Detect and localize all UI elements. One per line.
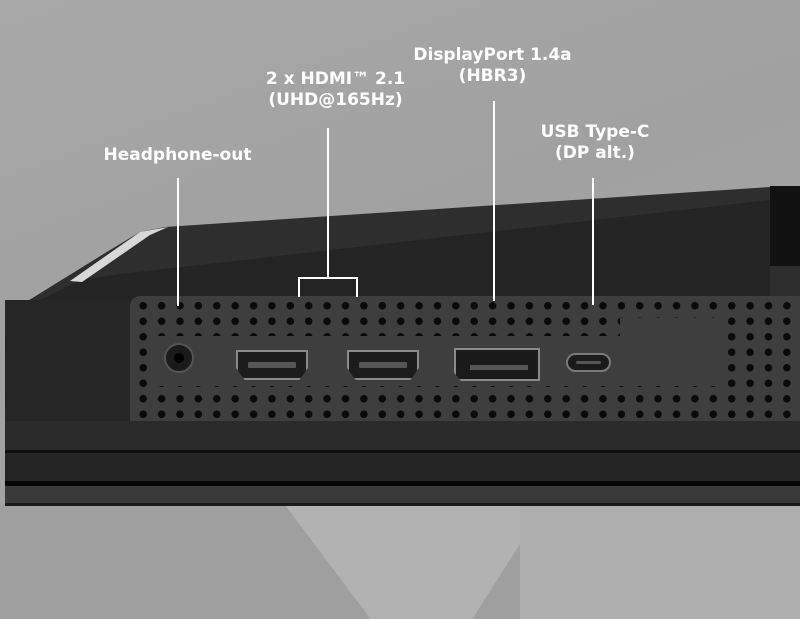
displayport-label-line1: DisplayPort 1.4a	[413, 45, 572, 65]
displayport-label: DisplayPort 1.4a (HBR3)	[400, 45, 585, 87]
usbc-leader-line	[592, 178, 594, 305]
headphone-label-line1: Headphone-out	[103, 145, 252, 165]
displayport-label-line2: (HBR3)	[458, 66, 527, 86]
hdmi-bracket-left	[298, 277, 300, 297]
panel-blank-area	[620, 318, 720, 386]
headphone-leader-line	[177, 178, 179, 306]
hdmi-label: 2 x HDMI™ 2.1 (UHD@165Hz)	[248, 69, 423, 111]
hdmi-port-1	[236, 350, 308, 380]
monitor-left-body	[5, 300, 130, 421]
hdmi-port-2	[347, 350, 419, 380]
monitor-seam	[5, 450, 800, 453]
monitor-bottom-lip	[5, 486, 800, 503]
headphone-label: Headphone-out	[100, 145, 255, 166]
monitor-right-block	[770, 186, 800, 266]
headphone-jack-port	[164, 343, 194, 373]
monitor-seam	[5, 481, 800, 486]
hdmi-bracket-right	[356, 277, 358, 297]
usbc-label: USB Type-C (DP alt.)	[525, 122, 665, 164]
displayport-port	[454, 348, 540, 381]
monitor-bottom-band	[5, 421, 800, 450]
usbc-label-line2: (DP alt.)	[555, 143, 635, 163]
background-right-facet	[520, 505, 800, 619]
hdmi-bracket	[298, 277, 358, 279]
hdmi-leader-line	[327, 128, 329, 278]
monitor-bottom-band	[5, 453, 800, 481]
usbc-label-line1: USB Type-C	[540, 122, 650, 142]
monitor-bottom-edge	[5, 503, 800, 506]
hdmi-label-line1: 2 x HDMI™ 2.1	[265, 69, 406, 89]
displayport-leader-line	[493, 101, 495, 301]
hdmi-label-line2: (UHD@165Hz)	[268, 90, 403, 110]
usb-c-port	[566, 353, 611, 372]
